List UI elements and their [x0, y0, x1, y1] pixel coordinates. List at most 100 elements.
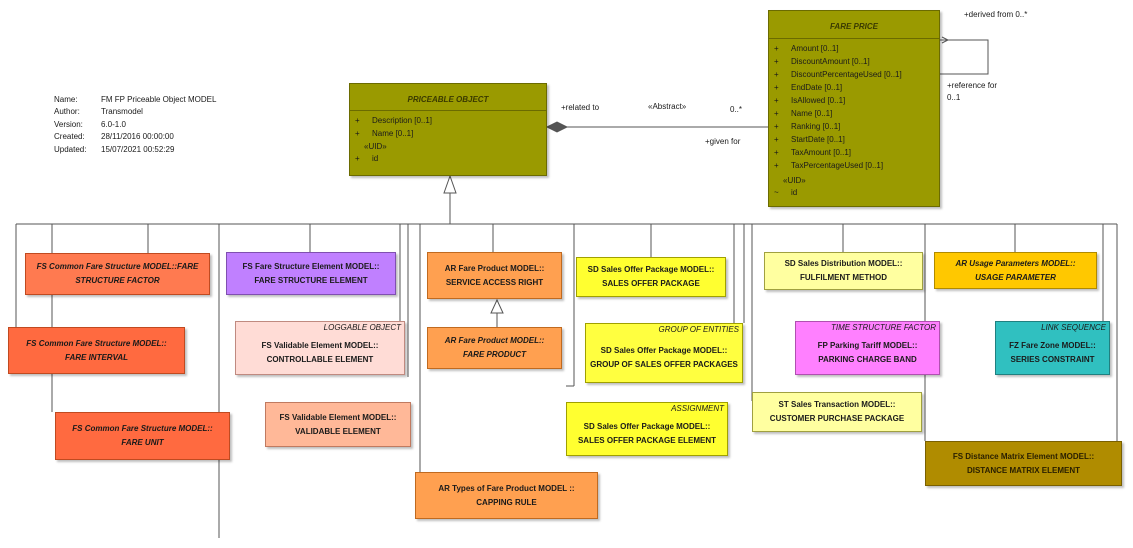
class-attribute: +TaxAmount [0..1] — [774, 148, 852, 157]
box-package-label: FS Validable Element MODEL:: — [279, 412, 397, 422]
multiplicity-reference: 0..1 — [947, 93, 961, 102]
class-attribute: +DiscountPercentageUsed [0..1] — [774, 70, 902, 79]
sd-group-of-sales-offer-packages-class[interactable]: GROUP OF ENTITIES SD Sales Offer Package … — [585, 323, 743, 383]
class-attribute: +id — [355, 154, 379, 163]
box-class-label: FARE INTERVAL — [65, 352, 128, 362]
ar-service-access-right-class[interactable]: AR Fare Product MODEL::SERVICE ACCESS RI… — [427, 252, 562, 299]
self-association-line — [940, 39, 989, 75]
fs-distance-matrix-element-class[interactable]: FS Distance Matrix Element MODEL::DISTAN… — [925, 441, 1122, 486]
meta-author: Transmodel — [101, 107, 143, 117]
meta-version: 6.0-1.0 — [101, 119, 126, 129]
fs-validable-element-class[interactable]: FS Validable Element MODEL::VALIDABLE EL… — [265, 402, 411, 447]
box-class-label: PARKING CHARGE BAND — [818, 355, 917, 364]
class-attribute: +StartDate [0..1] — [774, 135, 845, 144]
meta-updated: 15/07/2021 00:52:29 — [101, 144, 175, 154]
fs-controllable-element-class[interactable]: LOGGABLE OBJECT FS Validable Element MODE… — [235, 321, 405, 375]
box-package-label: FS Fare Structure Element MODEL:: — [242, 261, 380, 271]
fs-fare-interval-class[interactable]: FS Common Fare Structure MODEL::FARE INT… — [8, 327, 185, 374]
box-class-label: CONTROLLABLE ELEMENT — [266, 355, 374, 364]
meta-label: Created: — [54, 132, 85, 142]
multiplicity: 0..* — [730, 105, 743, 114]
st-customer-purchase-package-class[interactable]: ST Sales Transaction MODEL::CUSTOMER PUR… — [752, 392, 922, 432]
class-attribute: +Amount [0..1] — [774, 44, 839, 53]
box-class-label: FARE STRUCTURE ELEMENT — [254, 275, 368, 285]
stereotype-tag: ASSIGNMENT — [671, 404, 724, 413]
box-package-label: FP Parking Tariff MODEL:: — [817, 341, 918, 350]
box-class-label: SALES OFFER PACKAGE ELEMENT — [577, 436, 717, 445]
fs-fare-structure-element-class[interactable]: FS Fare Structure Element MODEL::FARE ST… — [226, 252, 396, 295]
uid-stereotype: «UID» — [783, 176, 806, 185]
generalization-arrowhead-fare-product — [490, 298, 504, 314]
role-derived-from: +derived from 0..* — [964, 10, 1028, 19]
box-class-label: SALES OFFER PACKAGE — [602, 279, 700, 288]
box-class-label: FARE PRODUCT — [462, 350, 527, 359]
class-attribute: +IsAllowed [0..1] — [774, 96, 846, 105]
box-class-label: SERVICE ACCESS RIGHT — [445, 277, 544, 287]
stereotype-tag: GROUP OF ENTITIES — [658, 325, 739, 334]
box-class-label: USAGE PARAMETER — [975, 272, 1056, 282]
box-package-label: SD Sales Distribution MODEL:: — [784, 259, 903, 268]
fs-fare-unit-class[interactable]: FS Common Fare Structure MODEL::FARE UNI… — [55, 412, 230, 460]
box-package-label: FS Common Fare Structure MODEL:: — [26, 338, 167, 348]
class-title: FARE PRICE — [769, 11, 939, 39]
box-class-label: SERIES CONSTRAINT — [1010, 355, 1095, 364]
fare-price-class[interactable]: FARE PRICE +Amount [0..1] +DiscountAmoun… — [768, 10, 940, 207]
box-class-label: GROUP OF SALES OFFER PACKAGES — [590, 360, 738, 369]
sd-sales-offer-package-class[interactable]: SD Sales Offer Package MODEL::SALES OFFE… — [576, 257, 726, 297]
role-related-to: +related to — [561, 103, 600, 112]
box-package-label: SD Sales Offer Package MODEL:: — [587, 265, 715, 274]
box-package-label: AR Usage Parameters MODEL:: — [955, 258, 1076, 268]
box-package-label: ST Sales Transaction MODEL:: — [778, 400, 896, 409]
meta-name: FM FP Priceable Object MODEL — [101, 95, 217, 104]
box-package-label: AR Types of Fare Product MODEL :: — [438, 483, 575, 493]
stereotype-tag: LOGGABLE OBJECT — [323, 323, 401, 332]
ar-capping-rule-class[interactable]: AR Types of Fare Product MODEL ::CAPPING… — [415, 472, 598, 519]
composition-diamond — [545, 121, 569, 133]
role-given-for: +given for — [705, 137, 741, 146]
class-attribute: +DiscountAmount [0..1] — [774, 57, 870, 66]
class-attribute: +Description [0..1] — [355, 116, 433, 125]
role-reference-for: +reference for — [947, 81, 998, 90]
class-attribute: +TaxPercentageUsed [0..1] — [774, 161, 884, 170]
meta-label: Updated: — [54, 144, 87, 154]
diagram-metadata: Name: FM FP Priceable Object MODEL Author… — [54, 94, 216, 156]
box-package-label: FS Common Fare Structure MODEL:: — [72, 424, 213, 433]
box-package-label: FS Validable Element MODEL:: — [261, 341, 379, 350]
uid-stereotype: «UID» — [364, 142, 387, 151]
class-attribute: +Ranking [0..1] — [774, 122, 841, 131]
meta-label: Name: — [54, 95, 78, 104]
stereotype-abstract: «Abstract» — [648, 102, 687, 111]
box-package-label: FS Common Fare Structure MODEL::FARE — [36, 262, 199, 271]
stereotype-tag: TIME STRUCTURE FACTOR — [830, 323, 936, 332]
box-package-label: FZ Fare Zone MODEL:: — [1009, 341, 1096, 350]
class-attribute: +EndDate [0..1] — [774, 83, 843, 92]
fp-parking-charge-band-class[interactable]: TIME STRUCTURE FACTOR FP Parking Tariff M… — [795, 321, 940, 375]
box-class-label: FARE UNIT — [121, 438, 164, 447]
box-package-label: SD Sales Offer Package MODEL:: — [600, 346, 728, 355]
meta-created: 28/11/2016 00:00:00 — [101, 132, 174, 142]
sd-fulfilment-method-class[interactable]: SD Sales Distribution MODEL::FULFILMENT … — [764, 252, 923, 290]
box-package-label: FS Distance Matrix Element MODEL:: — [952, 451, 1095, 461]
box-class-label: DISTANCE MATRIX ELEMENT — [966, 465, 1081, 475]
stereotype-tag: LINK SEQUENCE — [1041, 323, 1106, 332]
box-class-label: FULFILMENT METHOD — [799, 273, 888, 282]
ar-usage-parameter-class[interactable]: AR Usage Parameters MODEL::USAGE PARAMET… — [934, 252, 1097, 289]
generalization-arrowhead — [443, 174, 457, 194]
meta-label: Version: — [54, 119, 83, 129]
class-title: PRICEABLE OBJECT — [350, 84, 546, 111]
box-class-label: STRUCTURE FACTOR — [75, 276, 160, 285]
meta-label: Author: — [54, 107, 80, 117]
box-package-label: AR Fare Product MODEL:: — [444, 336, 545, 345]
ar-fare-product-class[interactable]: AR Fare Product MODEL::FARE PRODUCT — [427, 327, 562, 369]
box-class-label: VALIDABLE ELEMENT — [295, 426, 381, 436]
class-attribute: +Name [0..1] — [774, 109, 833, 118]
class-attribute: +Name [0..1] — [355, 129, 414, 138]
class-attribute: ~id — [774, 188, 798, 197]
box-class-label: CAPPING RULE — [476, 497, 537, 507]
box-package-label: SD Sales Offer Package MODEL:: — [583, 422, 711, 431]
priceable-object-class[interactable]: PRICEABLE OBJECT +Description [0..1] +Na… — [349, 83, 547, 176]
